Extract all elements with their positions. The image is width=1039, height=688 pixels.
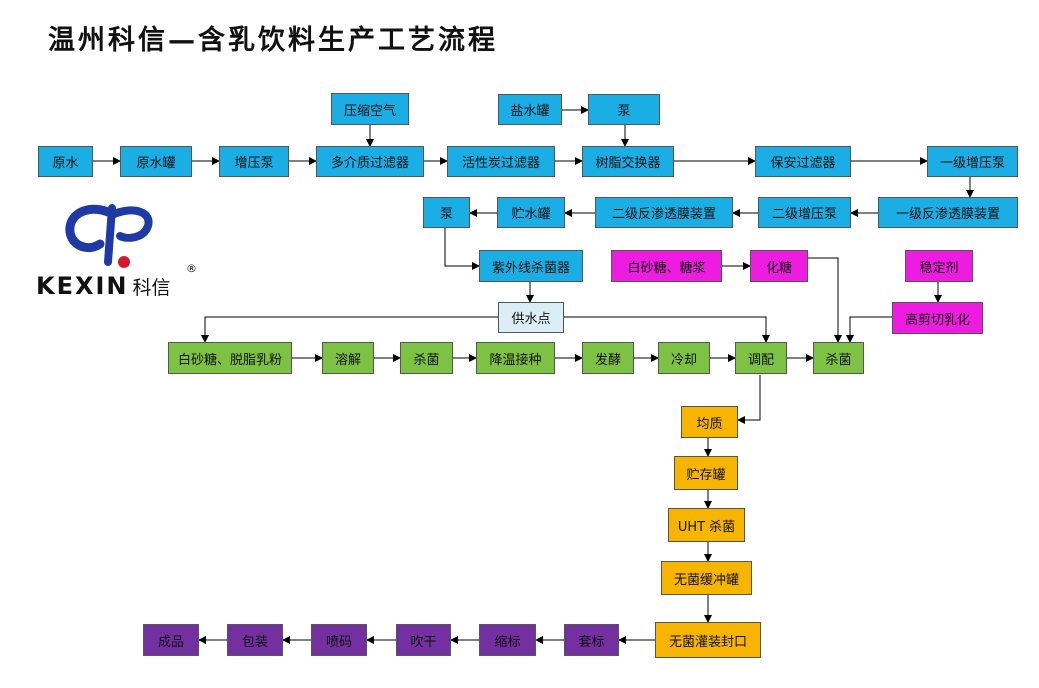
arrow-line — [737, 375, 761, 424]
node-erji-fanshentou: 二级反渗透膜装置 — [595, 197, 733, 228]
arrow-line — [808, 257, 842, 343]
node-shuzhi-jiaohuanqi: 树脂交换器 — [582, 146, 674, 177]
node-zhushui-guan: 贮水罐 — [497, 197, 565, 228]
node-duojiezhi-guolvqi: 多介质过滤器 — [316, 146, 424, 177]
node-zengya-beng: 增压泵 — [219, 146, 289, 177]
node-penma: 喷码 — [311, 624, 367, 656]
node-wujun-guanzhuang: 无菌灌装封口 — [655, 622, 761, 658]
node-suobiao: 缩标 — [479, 624, 536, 656]
page-title: 温州科信—含乳饮料生产工艺流程 — [48, 25, 498, 56]
node-yuanshui: 原水 — [38, 146, 93, 177]
node-junzhi: 均质 — [681, 406, 738, 438]
node-beng-top: 泵 — [588, 94, 660, 125]
arrow-line — [846, 316, 892, 343]
node-yiji-zengya-beng: 一级增压泵 — [927, 146, 1018, 177]
node-yuanshui-guan: 原水罐 — [120, 146, 192, 177]
node-yiji-fanshentou: 一级反渗透膜装置 — [878, 197, 1018, 228]
node-lengque: 冷却 — [658, 342, 710, 374]
node-chuigan: 吹干 — [396, 624, 451, 656]
node-tiaopei: 调配 — [735, 342, 787, 374]
node-yanshui-guan: 盐水罐 — [498, 94, 562, 125]
node-jiangwen: 降温接种 — [476, 342, 555, 374]
node-yasuo-kongqi: 压缩空气 — [331, 93, 409, 125]
node-gongshuidian: 供水点 — [498, 302, 564, 333]
node-erji-zengya-beng: 二级增压泵 — [758, 197, 851, 228]
node-gaojianqie: 高剪切乳化 — [892, 302, 983, 334]
node-huoxingtan-guolvqi: 活性炭过滤器 — [447, 146, 555, 177]
arrow-line — [201, 316, 498, 343]
node-fajiao: 发酵 — [582, 342, 634, 374]
node-huatang: 化糖 — [750, 250, 808, 282]
node-baishatang-tuozhi: 白砂糖、脱脂乳粉 — [168, 342, 292, 374]
node-shajun-2: 杀菌 — [813, 342, 864, 374]
node-beng-mid: 泵 — [423, 197, 470, 228]
node-baishatang-tangjiang: 白砂糖、糖浆 — [611, 250, 722, 282]
node-zhucun-guan: 贮存罐 — [674, 456, 738, 490]
node-wendingji: 稳定剂 — [905, 250, 973, 282]
arrow-line — [444, 228, 480, 270]
registered-mark: ® — [186, 262, 197, 275]
node-wujun-huanchong: 无菌缓冲罐 — [661, 561, 752, 595]
node-chengpin: 成品 — [143, 624, 199, 656]
node-taobiao: 套标 — [564, 624, 619, 656]
node-baoan-guolvqi: 保安过滤器 — [755, 146, 851, 177]
node-uht: UHT 杀菌 — [668, 508, 745, 542]
node-baozhuang: 包装 — [227, 624, 283, 656]
node-shajun-1: 杀菌 — [400, 342, 453, 374]
arrow-line — [564, 316, 770, 343]
node-rongjie: 溶解 — [322, 342, 374, 374]
kexin-logo-icon — [65, 204, 153, 268]
logo-brand-cn: 科信 — [132, 277, 171, 299]
node-ziwaixian: 紫外线杀菌器 — [479, 250, 583, 282]
logo-brand: KEXIN — [36, 272, 129, 300]
